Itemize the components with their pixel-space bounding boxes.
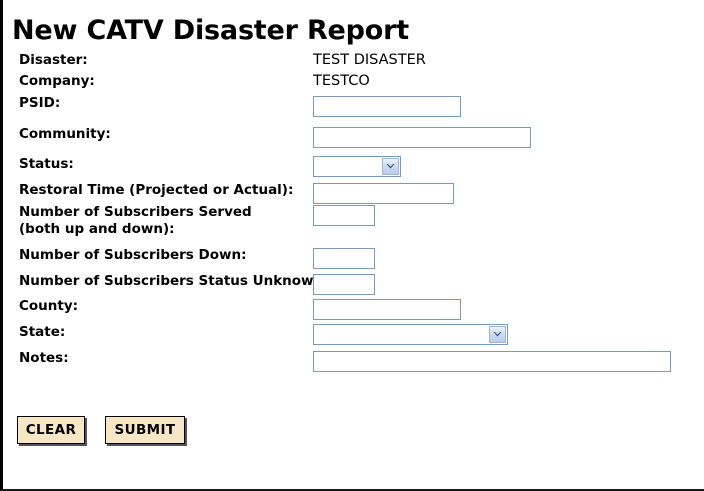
label-subscribers-status-unknown: Number of Subscribers Status Unknown: xyxy=(19,273,329,289)
input-subscribers-down[interactable] xyxy=(313,247,375,269)
field-wrap-community xyxy=(313,126,531,148)
label-notes: Notes: xyxy=(19,350,69,366)
label-psid: PSID: xyxy=(19,95,61,111)
field-wrap-subscribers-served xyxy=(313,204,375,226)
field-wrap-county xyxy=(313,298,461,320)
form-row-subscribers-down: Number of Subscribers Down: xyxy=(3,247,704,269)
page-title: New CATV Disaster Report xyxy=(12,15,409,47)
field-wrap-subscribers-down xyxy=(313,247,375,269)
submit-button[interactable]: SUBMIT xyxy=(105,416,185,444)
input-subscribers-status-unknown[interactable] xyxy=(313,273,375,295)
form-row-notes: Notes: xyxy=(3,350,704,372)
label-restoral-time: Restoral Time (Projected or Actual): xyxy=(19,182,294,198)
value-company: TESTCO xyxy=(313,73,370,89)
field-wrap-restoral-time xyxy=(313,182,454,204)
form-button-bar: CLEAR SUBMIT xyxy=(3,416,704,456)
field-wrap-state xyxy=(313,324,508,345)
label-disaster: Disaster: xyxy=(19,52,88,68)
label-state: State: xyxy=(19,324,66,340)
input-psid[interactable] xyxy=(313,95,461,117)
label-company: Company: xyxy=(19,73,95,89)
form-row-state: State: xyxy=(3,324,704,345)
form-row-county: County: xyxy=(3,298,704,320)
value-disaster: TEST DISASTER xyxy=(313,52,426,68)
label-subscribers-down: Number of Subscribers Down: xyxy=(19,247,247,263)
field-wrap-status xyxy=(313,156,401,177)
label-subscribers-served-line2: (both up and down): xyxy=(19,221,175,237)
field-wrap-disaster: TEST DISASTER xyxy=(313,52,426,69)
form-row-status: Status: xyxy=(3,156,704,177)
select-status[interactable] xyxy=(313,156,401,177)
input-restoral-time[interactable] xyxy=(313,182,454,204)
form-row-company: Company: TESTCO xyxy=(3,73,704,94)
input-county[interactable] xyxy=(313,298,461,320)
chevron-down-icon[interactable] xyxy=(489,326,506,343)
form-row-community: Community: xyxy=(3,126,704,148)
form-row-restoral-time: Restoral Time (Projected or Actual): xyxy=(3,182,704,204)
field-wrap-company: TESTCO xyxy=(313,73,370,90)
field-wrap-subscribers-status-unknown xyxy=(313,273,375,295)
chevron-down-icon[interactable] xyxy=(382,158,399,175)
label-county: County: xyxy=(19,298,79,314)
input-subscribers-served[interactable] xyxy=(313,204,375,226)
field-wrap-psid xyxy=(313,95,461,117)
select-state[interactable] xyxy=(313,324,508,345)
input-notes[interactable] xyxy=(313,350,671,372)
label-community: Community: xyxy=(19,126,111,142)
label-status: Status: xyxy=(19,156,74,172)
form-row-disaster: Disaster: TEST DISASTER xyxy=(3,52,704,73)
form-row-subscribers-status-unknown: Number of Subscribers Status Unknown: xyxy=(3,273,704,295)
form-row-psid: PSID: xyxy=(3,95,704,117)
clear-button[interactable]: CLEAR xyxy=(17,416,85,444)
form-row-subscribers-served: Number of Subscribers Served(both up and… xyxy=(3,204,704,237)
label-subscribers-served: Number of Subscribers Served(both up and… xyxy=(19,204,252,237)
input-community[interactable] xyxy=(313,126,531,148)
field-wrap-notes xyxy=(313,350,671,372)
